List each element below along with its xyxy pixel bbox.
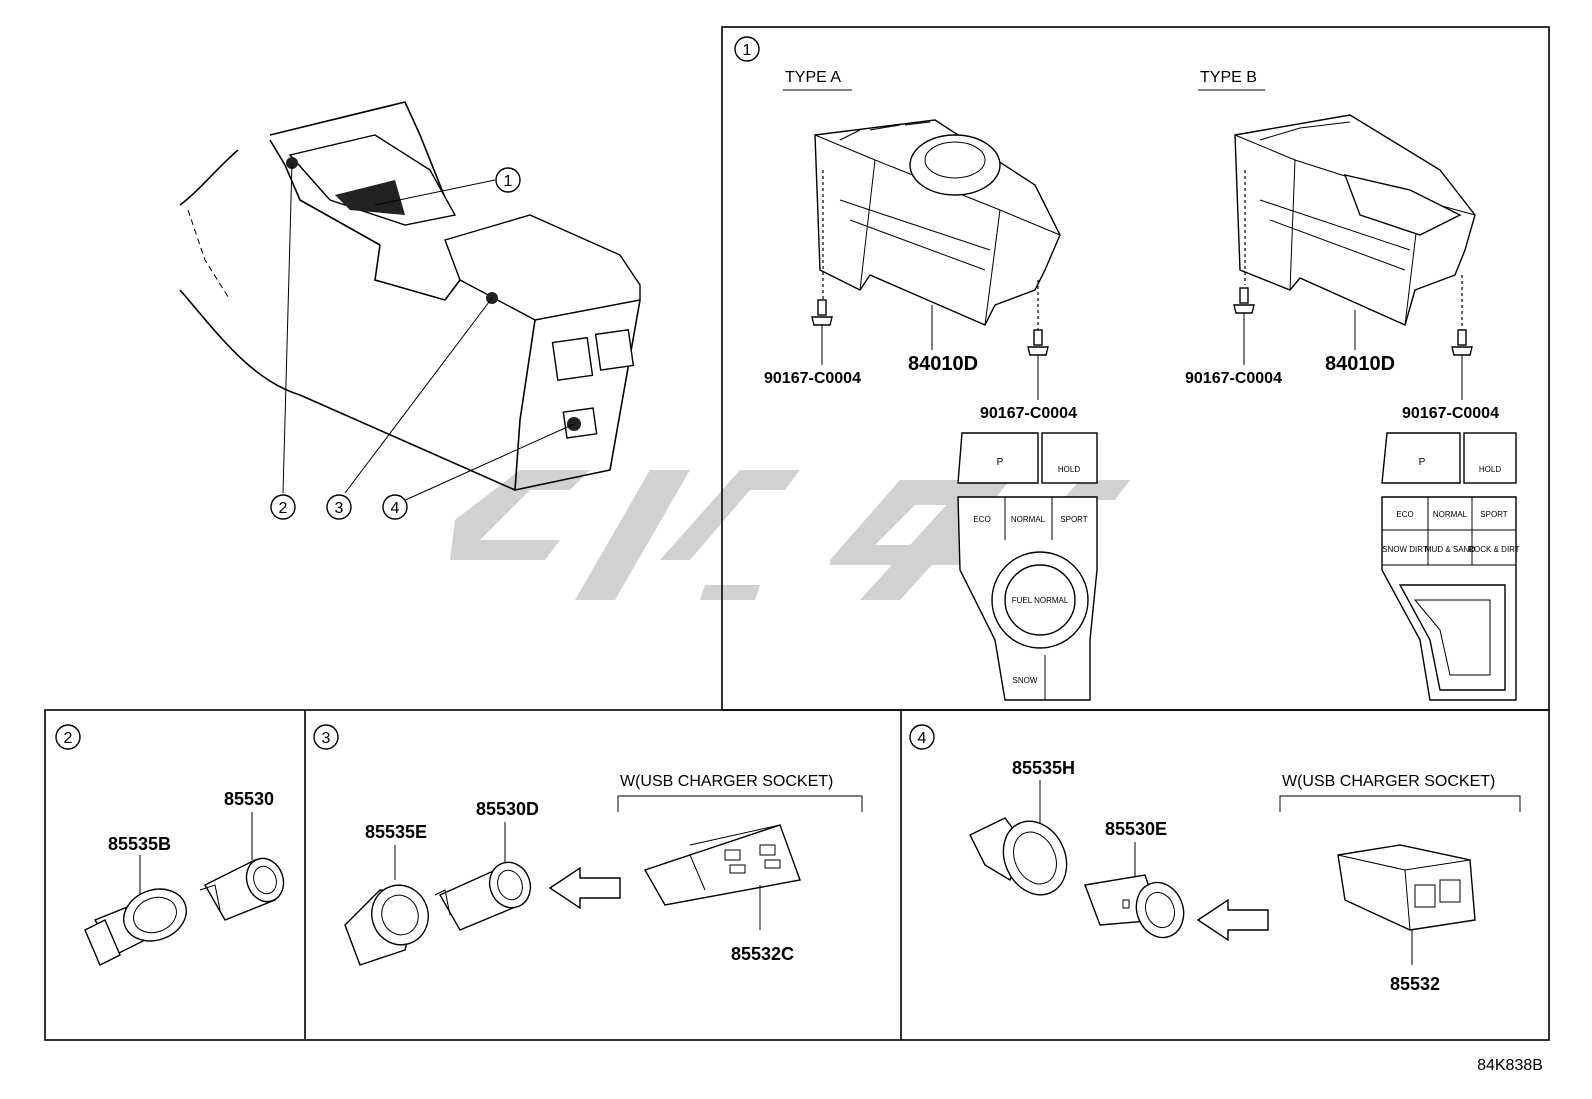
screw-left-type-b — [1233, 287, 1255, 365]
svg-text:ECO: ECO — [1396, 510, 1413, 519]
svg-text:2: 2 — [279, 500, 288, 517]
svg-text:HOLD: HOLD — [1479, 465, 1501, 474]
socket-85535B — [84, 888, 187, 966]
panel-3-number: 3 — [322, 730, 331, 747]
svg-text:HOLD: HOLD — [1058, 465, 1080, 474]
svg-text:NORMAL: NORMAL — [1433, 510, 1468, 519]
option-label-panel-4: W(USB CHARGER SOCKET) — [1282, 773, 1495, 790]
callout-2-overview: 2 — [270, 494, 296, 520]
socket-85530 — [199, 857, 285, 921]
svg-text:MUD & SAND: MUD & SAND — [1425, 545, 1475, 554]
part-85535H: 85535H — [1012, 758, 1075, 778]
part-85530D: 85530D — [476, 799, 539, 819]
screw-right-type-a-part: 90167-C0004 — [980, 405, 1077, 422]
socket-85530E — [1084, 874, 1185, 939]
screw-left-type-a — [811, 299, 833, 365]
callout-3-overview: 3 — [326, 494, 352, 520]
usb-socket-85532C — [643, 824, 801, 906]
switch-assembly-type-b — [1234, 114, 1476, 326]
bottom-panels-frame — [44, 709, 1550, 1041]
console-overview — [179, 101, 641, 503]
svg-text:1: 1 — [504, 173, 513, 190]
switch-face-type-b: P HOLD ECO NORMAL SPORT SNOW DIRT MUD & … — [1381, 432, 1520, 701]
panel-1-number: 1 — [743, 42, 752, 59]
part-85532: 85532 — [1390, 974, 1440, 994]
panel-3: 3 85535E 85530D W(USB CHARGER SOCKET) — [313, 724, 863, 966]
part-85532C: 85532C — [731, 944, 794, 964]
svg-text:SPORT: SPORT — [1480, 510, 1508, 519]
option-label-panel-3: W(USB CHARGER SOCKET) — [620, 773, 833, 790]
socket-85530D — [434, 861, 532, 931]
svg-text:ROCK & DIRT: ROCK & DIRT — [1468, 545, 1520, 554]
svg-text:SNOW: SNOW — [1013, 676, 1038, 685]
socket-85535H — [969, 817, 1068, 896]
part-85530: 85530 — [224, 789, 274, 809]
socket-85535E — [344, 884, 429, 966]
panel-2: 2 85535B 85530 — [55, 724, 285, 966]
panel-4-number: 4 — [918, 730, 927, 747]
arrow-left-icon — [548, 866, 621, 910]
switch-type-a-part: 84010D — [908, 353, 978, 375]
switch-assembly-type-a — [814, 119, 1061, 326]
part-85535E: 85535E — [365, 822, 427, 842]
svg-text:3: 3 — [335, 500, 344, 517]
svg-text:SPORT: SPORT — [1060, 515, 1088, 524]
svg-text:4: 4 — [391, 500, 400, 517]
panel-2-number: 2 — [64, 730, 73, 747]
part-85535B: 85535B — [108, 834, 171, 854]
callout-1-overview: 1 — [495, 167, 521, 193]
usb-socket-85532 — [1337, 844, 1476, 931]
type-a-label: TYPE A — [785, 69, 841, 86]
screw-right-type-b-part: 90167-C0004 — [1402, 405, 1499, 422]
svg-text:FUEL NORMAL: FUEL NORMAL — [1012, 596, 1069, 605]
switch-type-b-part: 84010D — [1325, 353, 1395, 375]
switch-face-type-a: P HOLD ECO NORMAL SPORT FUEL NORMAL SNOW — [957, 432, 1098, 701]
screw-right-type-a — [1027, 329, 1049, 400]
svg-text:P: P — [1419, 457, 1426, 468]
diagram-code: 84K838B — [1477, 1057, 1543, 1074]
arrow-left-icon — [1196, 898, 1269, 942]
screw-left-type-b-part: 90167-C0004 — [1185, 370, 1282, 387]
screw-right-type-b — [1451, 329, 1473, 400]
svg-text:ECO: ECO — [973, 515, 990, 524]
type-b-label: TYPE B — [1200, 69, 1257, 86]
callout-4-overview: 4 — [382, 494, 408, 520]
svg-text:NORMAL: NORMAL — [1011, 515, 1046, 524]
screw-left-type-a-part: 90167-C0004 — [764, 370, 861, 387]
panel-4: 4 85535H 85530E W(USB CHARGER SOCKET) — [909, 724, 1521, 994]
svg-text:SNOW DIRT: SNOW DIRT — [1382, 545, 1428, 554]
part-85530E: 85530E — [1105, 819, 1167, 839]
panel-1: 1 TYPE A 90167-C0004 84010D — [721, 26, 1550, 711]
svg-text:P: P — [997, 457, 1004, 468]
